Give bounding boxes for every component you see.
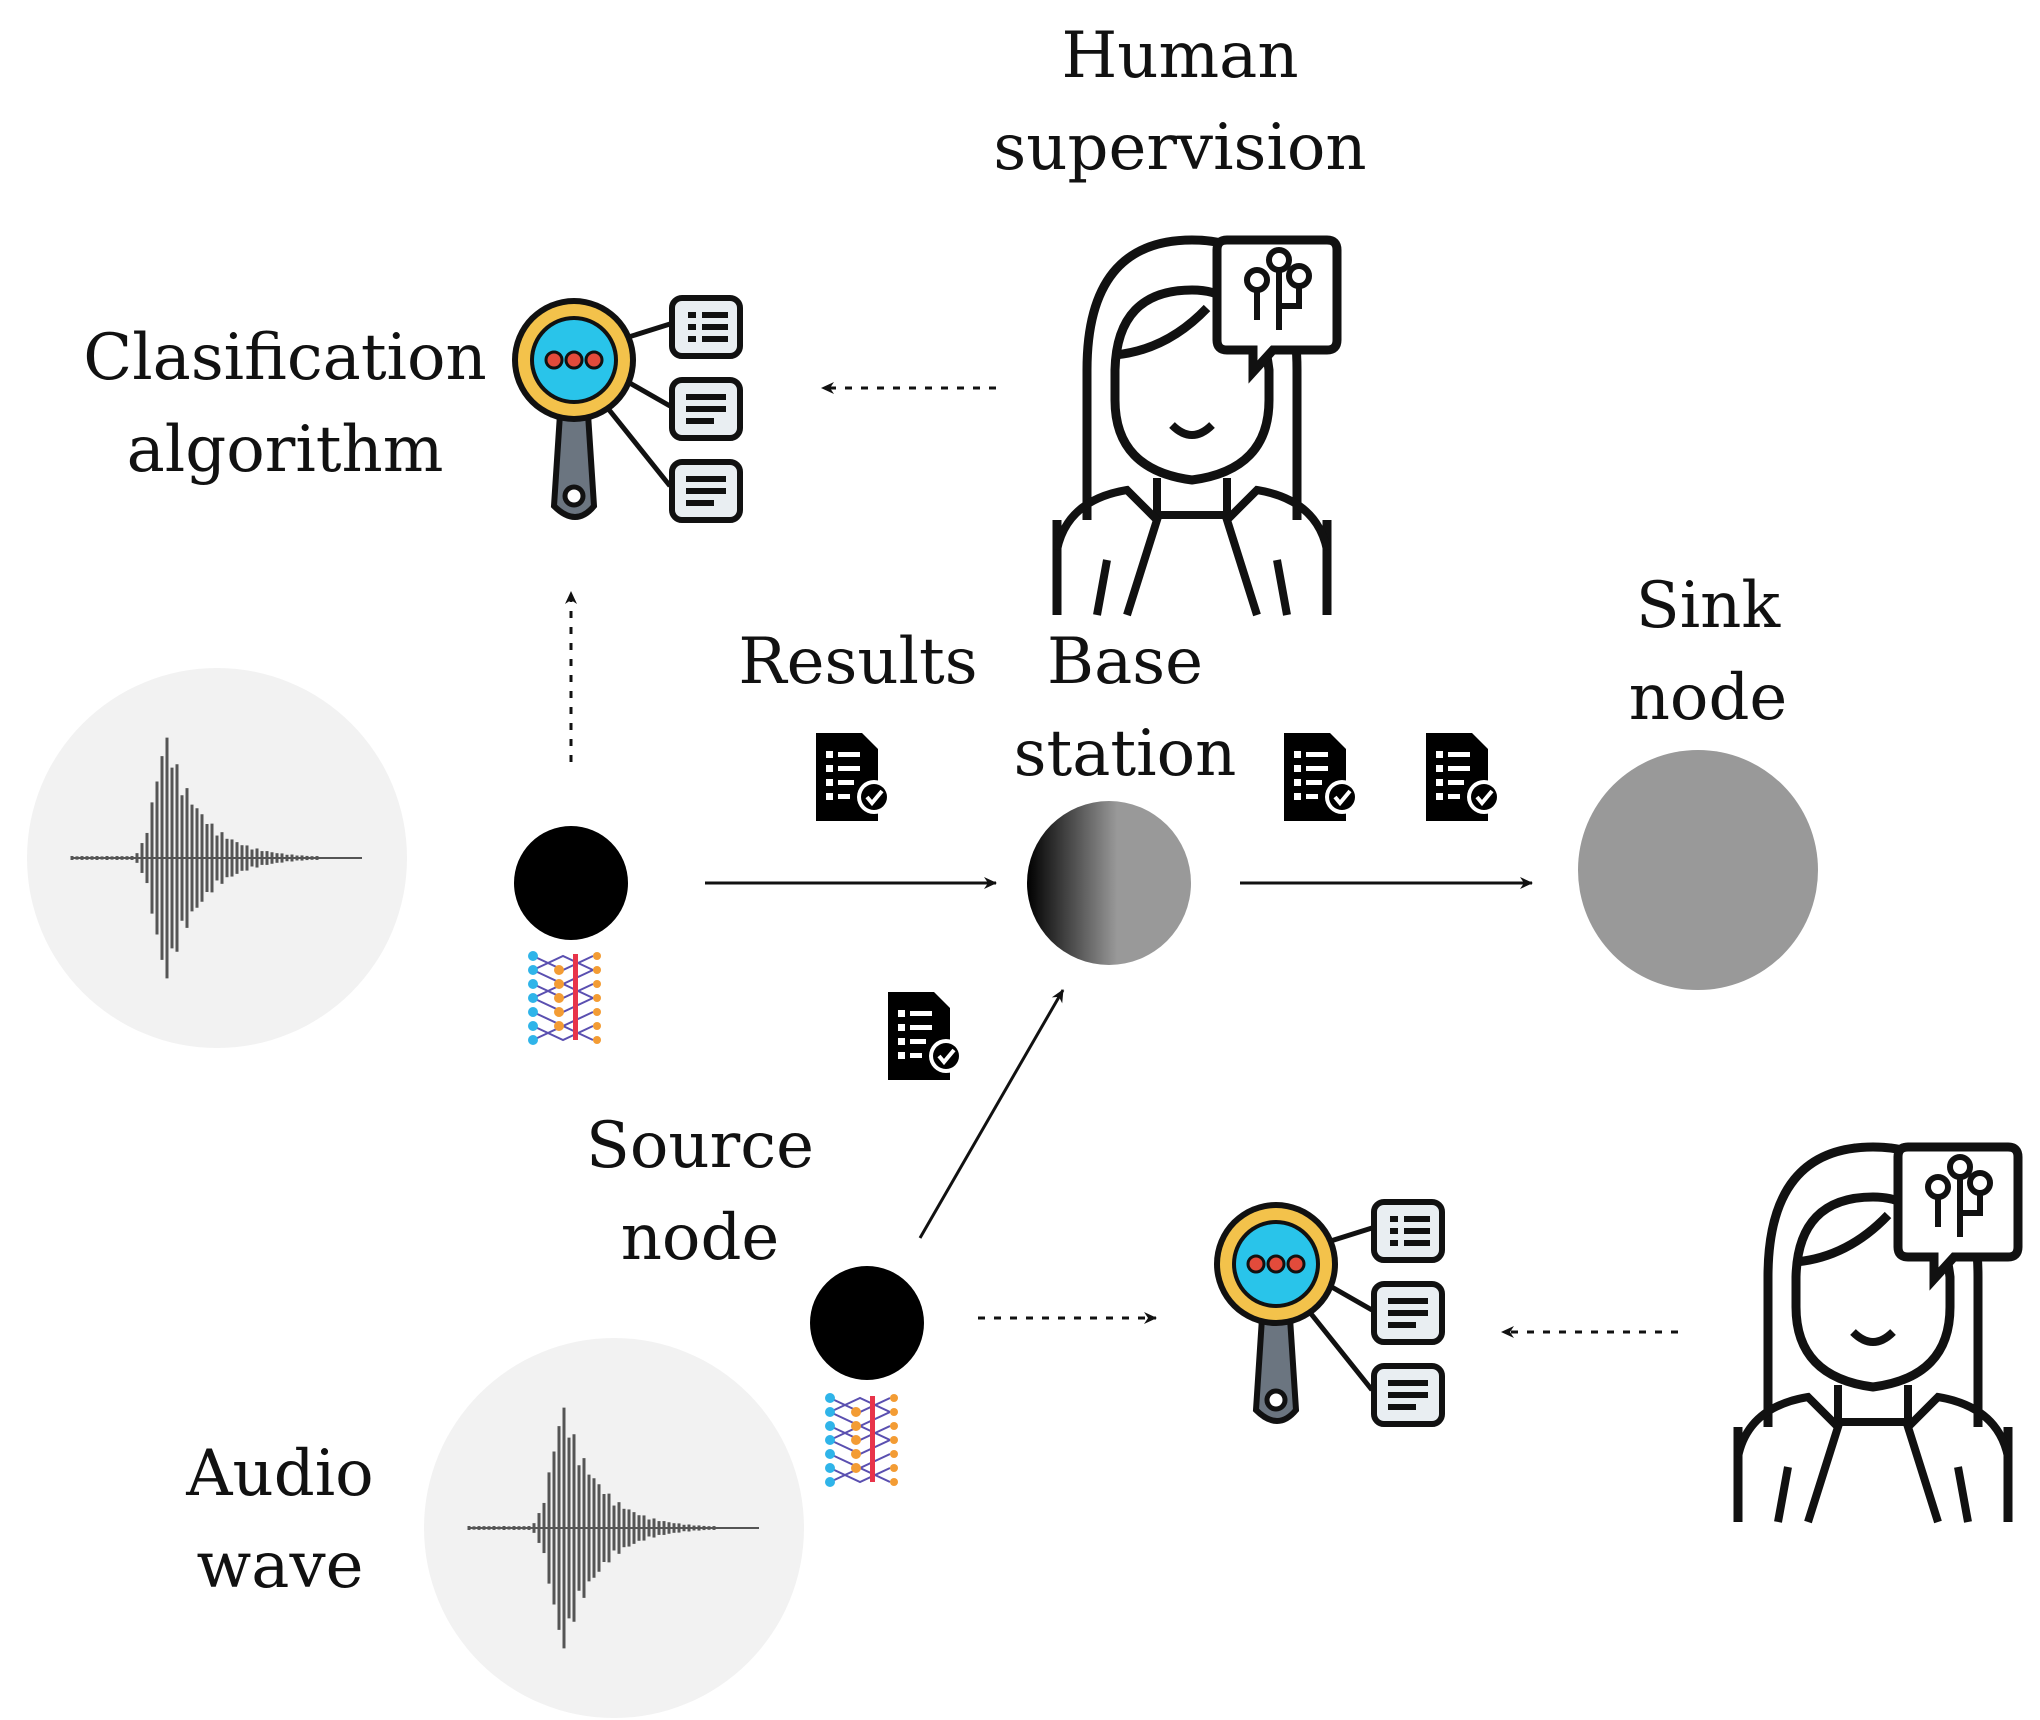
label-base-station-line2: station [1013,717,1237,791]
classifier-icon-top [512,298,740,520]
label-results: Results [738,625,978,699]
audio-wave-bottom [424,1338,804,1718]
audio-wave-top [27,668,407,1048]
label-human-supervision: Human supervision [980,10,1380,194]
neural-network-icon-bottom [824,1392,899,1488]
label-classification-algorithm-line1: Clasification [83,321,487,395]
label-audio-wave-line2: wave [196,1529,364,1603]
audio-waveform-icon [467,1407,759,1649]
report-icon-to-sink-1 [1282,731,1361,823]
human-supervision-icon-bottom [1738,1147,2018,1522]
label-sink-node-line1: Sink [1635,569,1781,643]
label-base-station-line1: Base [1047,625,1203,699]
human-supervision-icon-top [1057,240,1337,615]
report-icon-results [814,731,893,823]
classifier-icon-bottom [1214,1202,1442,1424]
label-base-station: Base station [990,616,1260,800]
audio-waveform-icon [70,737,362,979]
arrow-bottom-source-to-base [918,989,1065,1239]
label-audio-wave: Audio wave [150,1428,410,1612]
label-human-supervision-line2: supervision [993,111,1367,185]
label-sink-node: Sink node [1588,560,1828,744]
label-source-node: Source node [570,1100,830,1284]
neural-network-icon-top [527,950,602,1046]
label-human-supervision-line1: Human [1061,19,1299,93]
sink-node [1578,750,1818,990]
label-source-node-line2: node [620,1201,780,1275]
source-node-bottom [810,1266,924,1380]
label-classification-algorithm-line2: algorithm [126,413,444,487]
report-icon-to-sink-2 [1424,731,1503,823]
label-sink-node-line2: node [1628,661,1788,735]
report-icon-bottom-source [886,990,965,1082]
label-source-node-line1: Source [586,1109,814,1183]
source-node-top [514,826,628,940]
label-classification-algorithm: Clasification algorithm [80,312,490,496]
label-audio-wave-line1: Audio [186,1437,374,1511]
base-station-node [1027,801,1191,965]
